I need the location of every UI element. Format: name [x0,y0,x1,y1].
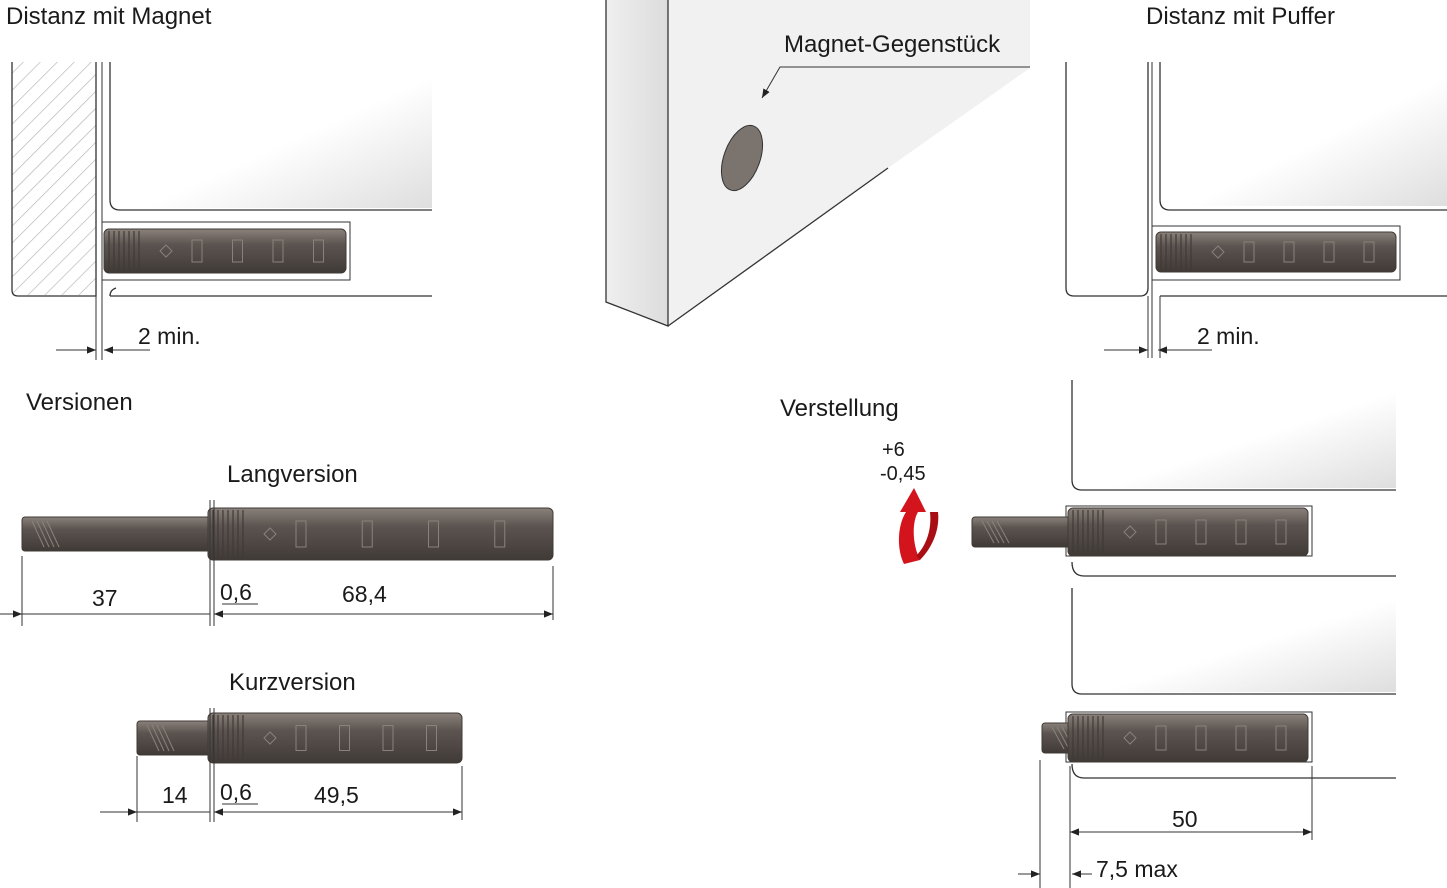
adjust-minus: -0,45 [880,463,926,485]
label-magnet-counterpart: Magnet-Gegenstück [784,31,1001,58]
adjustment-view [1065,380,1396,779]
dim-mount-depth: 50 [1172,806,1198,832]
latch-adjust-extended [971,507,1309,557]
label-long-version: Langversion [227,461,358,488]
cabinet-side [110,62,432,208]
dim-min-right: 2 min. [1197,323,1260,349]
dim-long-body: 68,4 [342,581,387,607]
dimension-lines [0,296,1313,888]
dim-min-left: 2 min. [138,323,201,349]
title-magnet-distance: Distanz mit Magnet [6,3,212,30]
door-counterpart-view [605,0,1030,327]
hatched-wall [12,62,96,295]
latch-long-version [21,507,554,561]
dim-short-pin: 14 [162,782,188,808]
label-short-version: Kurzversion [229,669,356,696]
latch-magnet-installed [103,228,347,274]
latch-adjust-retracted [1041,713,1309,763]
door-edge [606,0,668,326]
dim-long-pin: 37 [92,585,118,611]
dim-short-body: 49,5 [314,782,359,808]
dim-long-gap: 0,6 [220,579,252,605]
title-buffer-distance: Distanz mit Puffer [1146,3,1335,30]
heading-versions: Versionen [26,389,133,416]
latch-buffer-installed [1155,231,1397,273]
heading-adjustment: Verstellung [780,395,899,422]
buffer-distance-view [1065,62,1447,358]
adjust-plus: +6 [882,439,905,461]
magnet-counterpart [720,124,764,192]
dim-short-gap: 0,6 [220,779,252,805]
dim-max-travel: 7,5 max [1096,856,1178,882]
magnet-distance-view [11,62,432,360]
adjust-rotation-arrow [898,488,939,564]
latch-short-version [136,712,463,764]
